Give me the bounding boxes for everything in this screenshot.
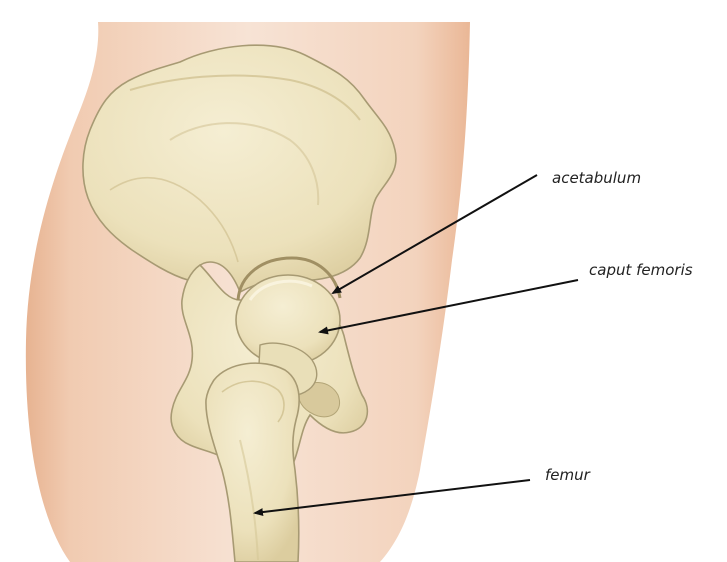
acetabulum-label: acetabulum	[552, 169, 641, 187]
caput-femoris-label: caput femoris	[589, 261, 693, 279]
femur-label: femur	[545, 466, 591, 484]
